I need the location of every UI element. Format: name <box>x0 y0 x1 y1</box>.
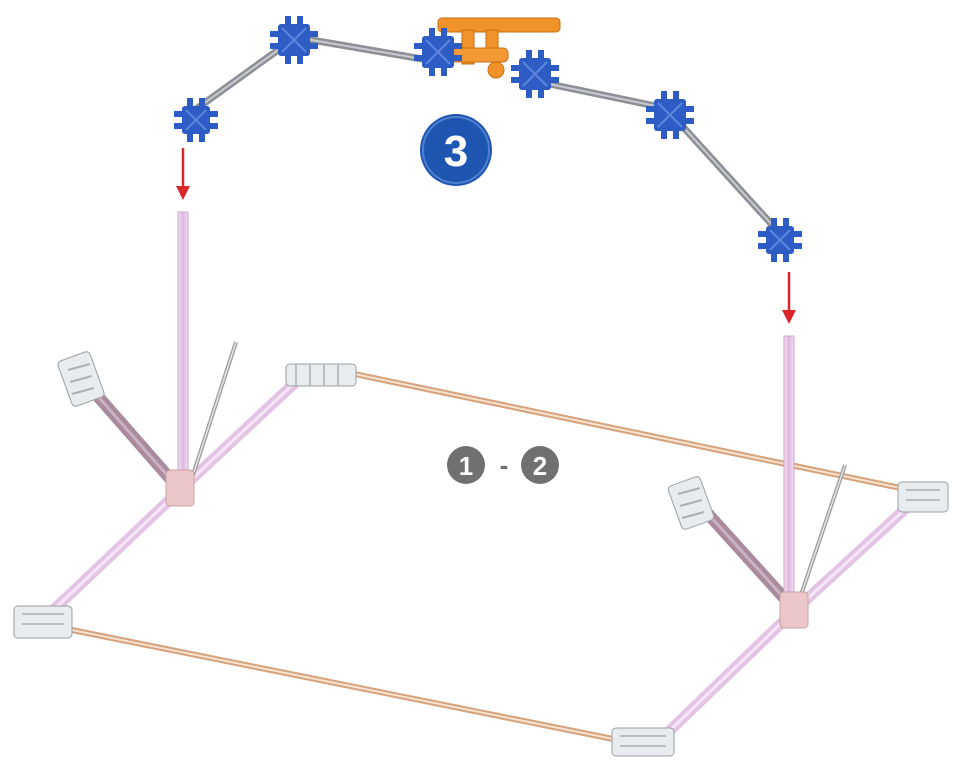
orange-part <box>437 17 561 79</box>
white-connector-right-top <box>667 476 715 530</box>
blue-connector-left-end <box>174 98 218 142</box>
hub-connector-left <box>165 469 195 507</box>
base-frame <box>13 211 949 757</box>
white-connector-right-back <box>897 481 949 513</box>
blue-connector-right-corner <box>646 91 694 139</box>
hub-connector-right <box>779 591 809 629</box>
previous-steps-indicator: 1 - 2 <box>447 446 559 484</box>
blue-connector-left-corner <box>270 16 318 64</box>
step-badge-label: 3 <box>444 127 468 176</box>
top-arch-assembly <box>174 16 802 262</box>
vertical-post-right <box>783 335 795 605</box>
arrow-down-right <box>782 272 796 324</box>
white-connector-back <box>285 363 357 387</box>
previous-step-to: 2 <box>533 451 547 481</box>
blue-connector-center-left <box>414 28 462 76</box>
white-connector-left-top <box>57 351 105 407</box>
vertical-post-left <box>177 211 189 489</box>
previous-step-from: 1 <box>459 451 473 481</box>
previous-step-dash: - <box>500 450 509 480</box>
white-connector-front-right <box>611 727 675 757</box>
step-badge: 3 <box>420 114 492 186</box>
blue-connector-right-end <box>758 218 802 262</box>
arrow-down-left <box>176 148 190 200</box>
white-connector-front-left <box>13 605 73 639</box>
blue-connector-center-right <box>511 50 559 98</box>
